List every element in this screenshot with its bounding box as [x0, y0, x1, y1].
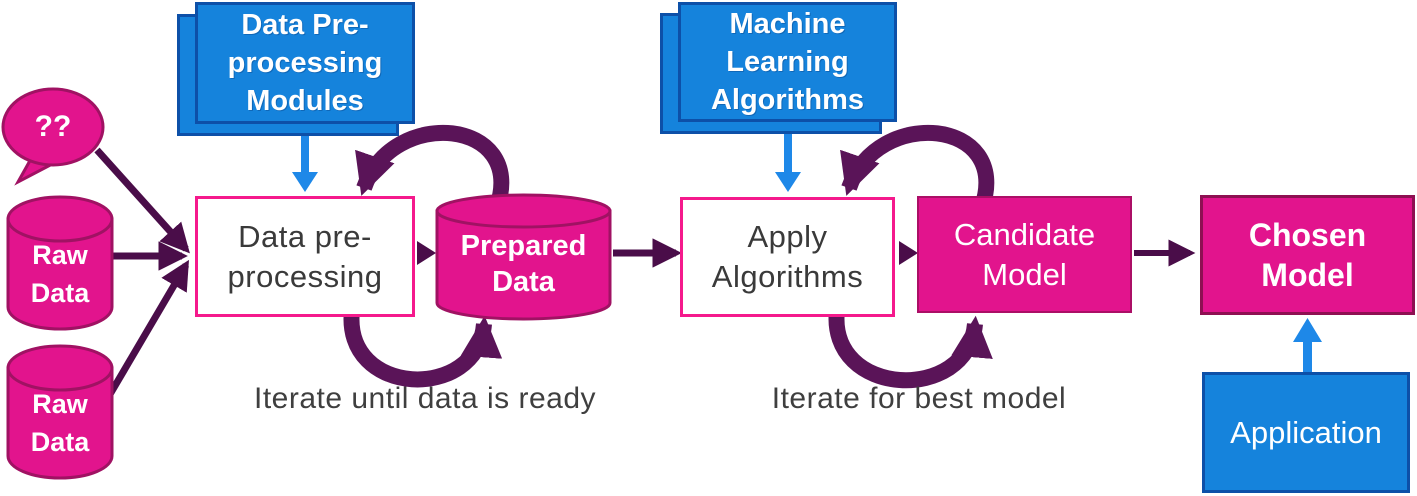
rawdata2-to-preprocessing-arrow: [105, 259, 190, 398]
modules-down-arrow: [292, 134, 318, 192]
raw-data-2-cylinder: [6, 344, 114, 480]
loop1-bottom-arc-arrow: [343, 309, 503, 388]
bubble-to-preprocessing-arrow: [94, 147, 190, 254]
raw-data-1-cylinder: [6, 195, 114, 331]
chosen-model-box: [1200, 195, 1415, 315]
prepared-data-cylinder: [435, 193, 612, 321]
candidate-model-box: [917, 196, 1132, 313]
data-preprocessing-box: [195, 196, 415, 317]
application-box: [1202, 372, 1410, 493]
loop2-bottom-arc-arrow: [828, 309, 993, 389]
question-bubble-shape: [1, 87, 105, 186]
loop2-top-arc-arrow: [840, 124, 995, 210]
application-up-arrow: [1293, 318, 1322, 372]
loop1-top-arc-arrow: [355, 124, 510, 210]
apply-algorithms-box: [680, 197, 895, 317]
algorithms-down-arrow: [775, 134, 801, 192]
ml-algorithms-box: [678, 2, 897, 122]
preprocessing-modules-box: [195, 2, 415, 124]
